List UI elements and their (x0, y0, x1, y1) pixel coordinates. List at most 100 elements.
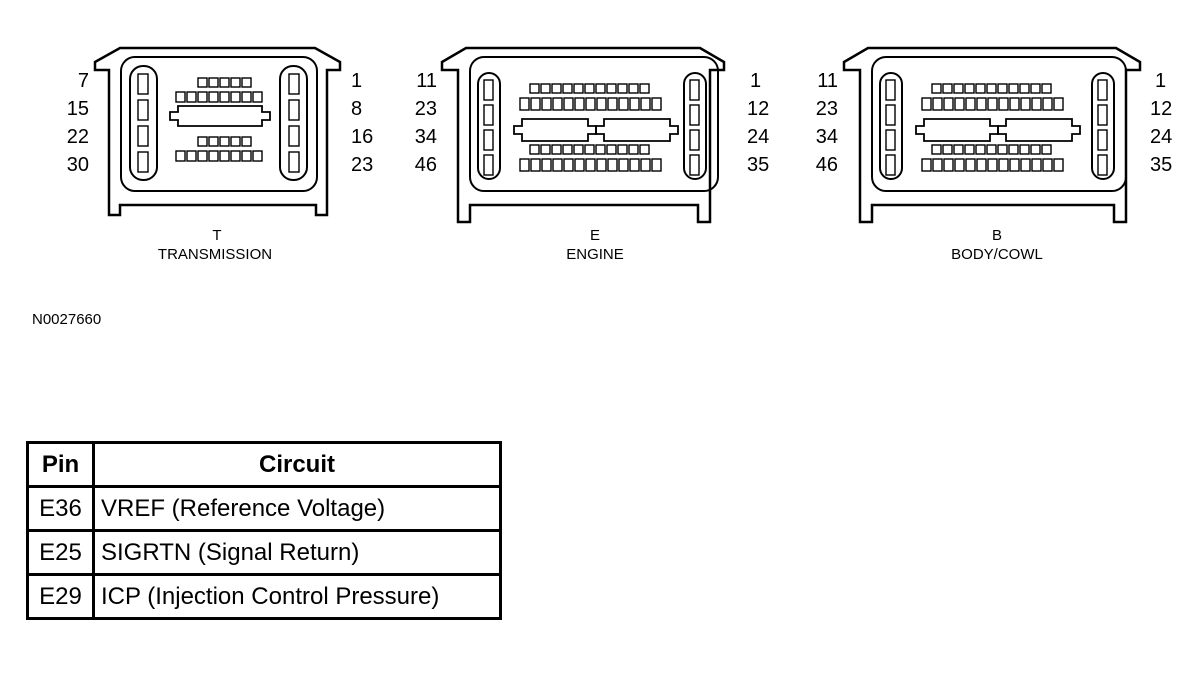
pin-label: 23 (816, 98, 838, 120)
pin-label: 16 (351, 126, 373, 148)
pin-cavity (1053, 158, 1064, 172)
pin-cavity (965, 158, 976, 172)
pin-label: 22 (67, 126, 89, 148)
table-row: E29 ICP (Injection Control Pressure) (26, 573, 502, 620)
pin-cavity (689, 79, 700, 101)
pin-cavity (197, 150, 208, 162)
pin-cell: E36 (26, 485, 95, 532)
pin-cavity (639, 144, 650, 155)
pin-cavity (241, 91, 252, 103)
pin-cavity (186, 91, 197, 103)
pin-label: 34 (415, 126, 437, 148)
pin-label: 46 (415, 154, 437, 176)
pin-number-labels-engine: 11 23 34 46 1 12 24 35 (415, 70, 770, 176)
pin-cavity (552, 158, 563, 172)
pin-label: 1 (1155, 70, 1166, 92)
pin-label: 24 (1150, 126, 1172, 148)
pin-label: 35 (747, 154, 769, 176)
pin-cavity (942, 83, 953, 94)
pin-cavity (617, 144, 628, 155)
pin-cavity (1008, 83, 1019, 94)
pin-cavity (585, 97, 596, 111)
pin-label: 8 (351, 98, 362, 120)
pin-cavity (241, 136, 252, 147)
pin-number-labels-transmission: 7 15 22 30 1 8 16 23 (67, 70, 374, 176)
pin-cavity (219, 150, 230, 162)
pin-label: 23 (415, 98, 437, 120)
pin-label: 34 (816, 126, 838, 148)
pin-cavity (541, 158, 552, 172)
pin-cavity (540, 83, 551, 94)
circuit-cell: ICP (Injection Control Pressure) (92, 573, 502, 620)
pin-cavity (252, 150, 263, 162)
pin-label: 15 (67, 98, 89, 120)
pin-label: 46 (816, 154, 838, 176)
pin-cavity (942, 144, 953, 155)
pin-cavity (885, 129, 896, 151)
pin-cavity (617, 83, 628, 94)
pin-cavity (596, 158, 607, 172)
figure-id: N0027660 (32, 311, 102, 328)
pin-cavity (219, 136, 230, 147)
pin-cavity (640, 158, 651, 172)
pin-cavities (885, 79, 1108, 176)
pin-label: 11 (416, 70, 437, 92)
pin-cavity (885, 154, 896, 176)
pin-cavity (551, 144, 562, 155)
pin-label: 1 (750, 70, 761, 92)
pin-cavity (998, 158, 1009, 172)
pin-circuit-table: Pin Circuit E36 VREF (Reference Voltage)… (26, 441, 502, 620)
pin-label: 24 (747, 126, 769, 148)
pin-cavity (1097, 104, 1108, 126)
pin-cavity (584, 83, 595, 94)
column-header-circuit: Circuit (92, 441, 502, 488)
pin-label: 12 (1150, 98, 1172, 120)
pin-cavity (230, 150, 241, 162)
pin-cavity (998, 97, 1009, 111)
pin-cavity (197, 91, 208, 103)
pin-cavity (954, 97, 965, 111)
pin-cavity (574, 158, 585, 172)
pin-cavity (219, 91, 230, 103)
pin-cavity (931, 144, 942, 155)
pin-cavity (540, 144, 551, 155)
pin-cavity (1019, 83, 1030, 94)
pin-cavity (965, 97, 976, 111)
pin-cavity (241, 77, 252, 88)
pin-cavity (483, 129, 494, 151)
pin-cavity (208, 136, 219, 147)
pin-cavity (953, 83, 964, 94)
pin-cavity (1042, 158, 1053, 172)
pin-cavity (953, 144, 964, 155)
pin-label: 35 (1150, 154, 1172, 176)
pin-cavity (885, 104, 896, 126)
pin-cavity (689, 129, 700, 151)
pin-cavity (175, 91, 186, 103)
table-header-row: Pin Circuit (26, 441, 502, 488)
pin-cavity (618, 97, 629, 111)
pin-cavity (606, 144, 617, 155)
pin-cavity (1009, 97, 1020, 111)
pin-cavity (651, 97, 662, 111)
pin-cavity (208, 91, 219, 103)
pin-cavity (628, 144, 639, 155)
pin-cavity (530, 97, 541, 111)
pin-cavity (932, 97, 943, 111)
pin-cavity (932, 158, 943, 172)
pin-cavity (230, 77, 241, 88)
pin-cavity (640, 97, 651, 111)
pin-cavity (137, 125, 149, 147)
pin-cavity (137, 99, 149, 121)
pin-cavity (1042, 97, 1053, 111)
pin-cavity (137, 73, 149, 95)
pin-label: 23 (351, 154, 373, 176)
pin-cavity (483, 79, 494, 101)
pin-cavity (1097, 154, 1108, 176)
pin-cavity (573, 144, 584, 155)
pin-cavity (483, 104, 494, 126)
pin-cavity (288, 125, 300, 147)
pin-cavity (175, 150, 186, 162)
pin-label: 7 (78, 70, 89, 92)
pin-cavities (483, 79, 700, 176)
pin-cavity (1030, 144, 1041, 155)
